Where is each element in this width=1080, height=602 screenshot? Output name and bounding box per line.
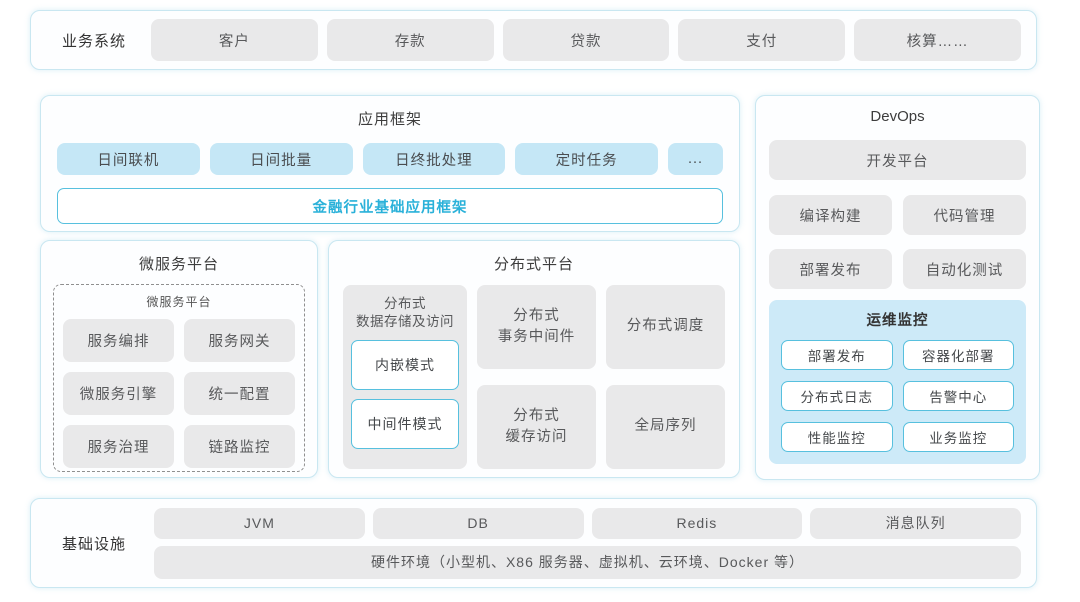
devops-item-compile-build: 编译构建 [769, 195, 892, 235]
infrastructure-body: JVM DB Redis 消息队列 硬件环境（小型机、X86 服务器、虚拟机、云… [154, 507, 1021, 579]
devops-button-grid: 编译构建 代码管理 部署发布 自动化测试 [769, 195, 1026, 289]
business-item-accounting: 核算…… [854, 19, 1021, 61]
ops-item-alert-center: 告警中心 [902, 381, 1014, 411]
devops-dev-platform-box: 开发平台 [769, 140, 1026, 180]
microservice-inner-panel: 微服务平台 服务编排 服务网关 微服务引擎 统一配置 服务治理 链路监控 [53, 284, 305, 472]
storage-mode-middleware: 中间件模式 [351, 399, 459, 450]
ops-item-performance-monitor: 性能监控 [781, 422, 893, 452]
devops-item-deploy-release: 部署发布 [769, 249, 892, 289]
microservice-item-gateway: 服务网关 [184, 319, 295, 362]
distributed-item-transaction-middleware: 分布式 事务中间件 [477, 285, 596, 369]
business-item-loan: 贷款 [502, 19, 670, 61]
distributed-storage-box: 分布式 数据存储及访问 内嵌模式 中间件模式 [343, 285, 467, 469]
app-framework-title: 应用框架 [357, 111, 422, 128]
ops-item-business-monitor: 业务监控 [902, 422, 1014, 452]
devops-panel: DevOps 开发平台 编译构建 代码管理 部署发布 自动化测试 运维监控 部署… [755, 95, 1040, 480]
infra-item-jvm: JVM [154, 507, 365, 539]
microservice-item-unified-config: 统一配置 [184, 372, 295, 415]
storage-mode-embedded: 内嵌模式 [351, 340, 459, 391]
microservice-grid: 服务编排 服务网关 微服务引擎 统一配置 服务治理 链路监控 [63, 319, 295, 468]
app-framework-button-daytime-online: 日间联机 [57, 143, 200, 175]
app-framework-panel: 应用框架 日间联机 日间批量 日终批处理 定时任务 ... 金融行业基础应用框架 [40, 95, 740, 232]
microservice-inner-title: 微服务平台 [146, 295, 212, 309]
app-framework-button-row: 日间联机 日间批量 日终批处理 定时任务 ... [57, 143, 723, 175]
app-framework-button-daytime-batch: 日间批量 [209, 143, 353, 175]
distributed-middle-column: 分布式 事务中间件 分布式 缓存访问 [477, 285, 596, 469]
ops-monitor-title: 运维监控 [866, 313, 929, 329]
microservice-title: 微服务平台 [138, 256, 219, 273]
infra-item-redis: Redis [591, 507, 803, 539]
distributed-storage-title: 分布式 数据存储及访问 [356, 296, 454, 330]
infra-item-db: DB [372, 507, 584, 539]
microservice-panel: 微服务平台 微服务平台 服务编排 服务网关 微服务引擎 统一配置 服务治理 链路… [40, 240, 318, 478]
distributed-right-column: 分布式调度 全局序列 [606, 285, 725, 469]
ops-monitor-panel: 运维监控 部署发布 容器化部署 分布式日志 告警中心 性能监控 业务监控 [769, 300, 1026, 464]
microservice-item-orchestration: 服务编排 [63, 319, 174, 362]
distributed-title: 分布式平台 [493, 256, 574, 273]
microservice-item-engine: 微服务引擎 [63, 372, 174, 415]
business-system-panel: 业务系统 客户 存款 贷款 支付 核算…… [30, 10, 1037, 70]
business-item-deposit: 存款 [326, 19, 494, 61]
ops-item-container-deploy: 容器化部署 [902, 340, 1014, 370]
ops-monitor-grid: 部署发布 容器化部署 分布式日志 告警中心 性能监控 业务监控 [781, 340, 1014, 452]
app-framework-button-scheduled-task: 定时任务 [515, 143, 658, 175]
infra-item-message-queue: 消息队列 [810, 507, 1021, 539]
distributed-item-scheduling: 分布式调度 [606, 285, 725, 369]
infrastructure-panel: 基础设施 JVM DB Redis 消息队列 硬件环境（小型机、X86 服务器、… [30, 498, 1037, 588]
microservice-item-governance: 服务治理 [63, 425, 174, 468]
app-framework-button-eod-batch: 日终批处理 [362, 143, 506, 175]
ops-item-deploy-release: 部署发布 [781, 340, 893, 370]
business-item-payment: 支付 [678, 19, 846, 61]
hardware-environment-box: 硬件环境（小型机、X86 服务器、虚拟机、云环境、Docker 等） [154, 545, 1021, 579]
distributed-body: 分布式 数据存储及访问 内嵌模式 中间件模式 分布式 事务中间件 分布式 缓存访… [343, 285, 725, 469]
microservice-item-trace-monitor: 链路监控 [184, 425, 295, 468]
infrastructure-row: JVM DB Redis 消息队列 [154, 507, 1021, 539]
devops-item-automated-test: 自动化测试 [903, 249, 1026, 289]
devops-title: DevOps [870, 108, 925, 125]
ops-item-distributed-log: 分布式日志 [781, 381, 893, 411]
distributed-item-cache-access: 分布式 缓存访问 [477, 385, 596, 469]
distributed-item-global-sequence: 全局序列 [606, 385, 725, 469]
business-item-customer: 客户 [151, 19, 318, 61]
financial-base-framework-box: 金融行业基础应用框架 [57, 188, 723, 224]
infrastructure-label: 基础设施 [61, 535, 126, 553]
distributed-panel: 分布式平台 分布式 数据存储及访问 内嵌模式 中间件模式 分布式 事务中间件 分… [328, 240, 740, 478]
devops-item-code-management: 代码管理 [903, 195, 1026, 235]
app-framework-button-more: ... [668, 143, 723, 175]
business-system-label: 业务系统 [61, 32, 126, 50]
